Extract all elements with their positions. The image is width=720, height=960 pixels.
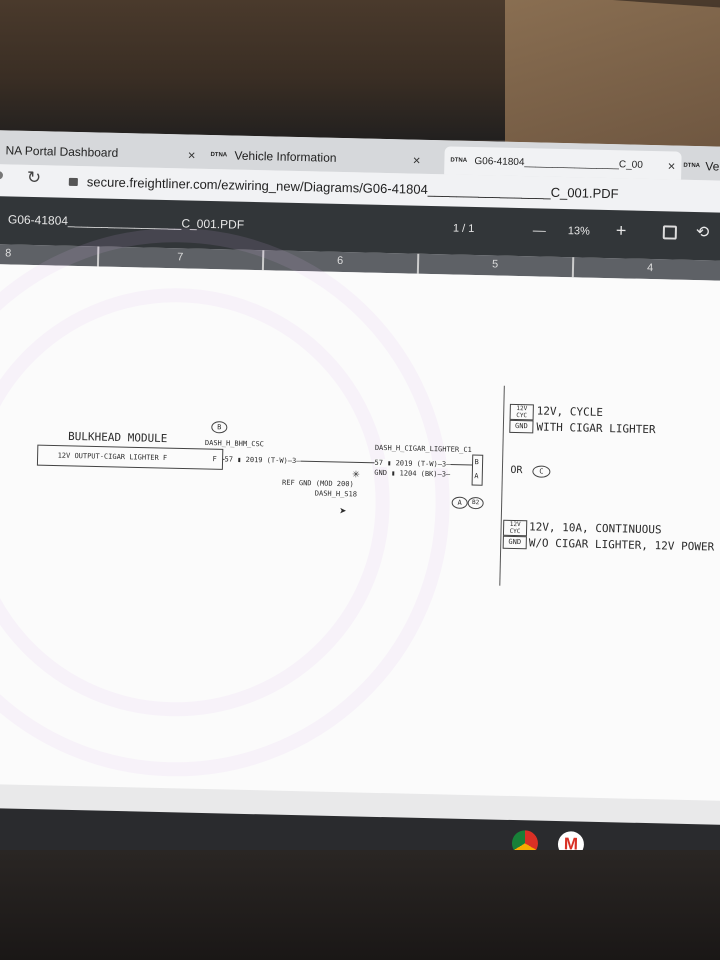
tab-label: NA Portal Dashboard — [5, 143, 119, 160]
module-title: BULKHEAD MODULE — [67, 429, 168, 446]
url-field[interactable]: secure.freightliner.com/ezwiring_new/Dia… — [86, 174, 619, 202]
ref-ground-label: REF GND (MOD 200) — [281, 478, 354, 489]
ruler-label: 6 — [336, 254, 344, 268]
dtna-icon: DTNA — [210, 151, 228, 158]
dtna-icon: DTNA — [683, 162, 701, 170]
ruler-label: 8 — [5, 247, 12, 260]
tab-label: G06-41804_________________C_00 — [474, 155, 644, 171]
rotate-icon[interactable]: ⟲ — [695, 224, 710, 242]
legend-icon-gnd: GND — [502, 535, 527, 550]
browser-window: NA Portal Dashboard × DTNA Vehicle Infor… — [0, 130, 720, 873]
close-icon[interactable]: × — [412, 152, 421, 168]
wire-label: 57 ▮ 2019 (T-W)—3— — [224, 455, 301, 466]
ruler-label: 4 — [646, 261, 654, 275]
tab-vehicle-2[interactable]: DTNA Veh — [679, 152, 720, 182]
bus-line — [499, 385, 505, 586]
background-box — [505, 0, 720, 158]
connector-circle: A — [451, 496, 468, 509]
connector-circle: B2 — [467, 496, 484, 510]
pdf-page: 12V CYC GND 12V, CYCLE WITH CIGAR LIGHTE… — [0, 222, 720, 802]
ground-asterisk: ✳ — [352, 466, 360, 481]
connector-box — [471, 454, 484, 486]
tab-na-portal[interactable]: NA Portal Dashboard × — [0, 136, 202, 169]
pin-label: A — [474, 472, 479, 481]
page-indicator: 1 / 1 — [452, 222, 475, 236]
ruler-tick — [571, 257, 575, 278]
laptop-bezel — [0, 850, 720, 960]
reload-icon[interactable]: ↻ — [26, 167, 42, 188]
close-icon[interactable]: × — [667, 157, 676, 174]
back-icon[interactable] — [0, 171, 4, 180]
wire-label: 57 ▮ 2019 (T-W)—3— — [374, 458, 451, 469]
pin-label: F — [212, 455, 217, 464]
legend-label: WITH CIGAR LIGHTER — [536, 420, 656, 437]
pin-label: B — [474, 458, 479, 467]
wire-label: GND ▮ 1204 (BK)—3— — [374, 468, 451, 479]
legend-label: 12V, CYCLE — [536, 404, 604, 419]
ruler-label: 5 — [491, 258, 499, 271]
fit-page-icon[interactable] — [662, 225, 678, 240]
ref-ground-label: DASH_H_S18 — [314, 489, 358, 499]
legend-icon-12v-cyc: 12V CYC — [509, 403, 534, 421]
ruler-tick — [416, 253, 420, 274]
connector-label: DASH_H_BHM_CSC — [204, 438, 265, 449]
lock-icon — [68, 177, 78, 187]
zoom-out-button[interactable]: — — [532, 222, 547, 238]
or-label: OR — [510, 464, 523, 477]
close-icon[interactable]: × — [187, 146, 196, 163]
mouse-cursor: ➤ — [339, 504, 347, 519]
pdf-title: G06-41804_________________C_001.PDF — [7, 212, 245, 232]
connector-circle: C — [532, 465, 551, 478]
zoom-level: 13% — [567, 225, 591, 238]
tab-label: Vehicle Information — [234, 148, 337, 165]
dtna-icon: DTNA — [450, 157, 468, 164]
legend-icon-gnd: GND — [509, 419, 534, 434]
tab-label: Veh — [705, 159, 720, 174]
legend-icon-12v-cyc: 12V CYC — [502, 519, 528, 537]
zoom-in-button[interactable]: + — [615, 220, 627, 241]
